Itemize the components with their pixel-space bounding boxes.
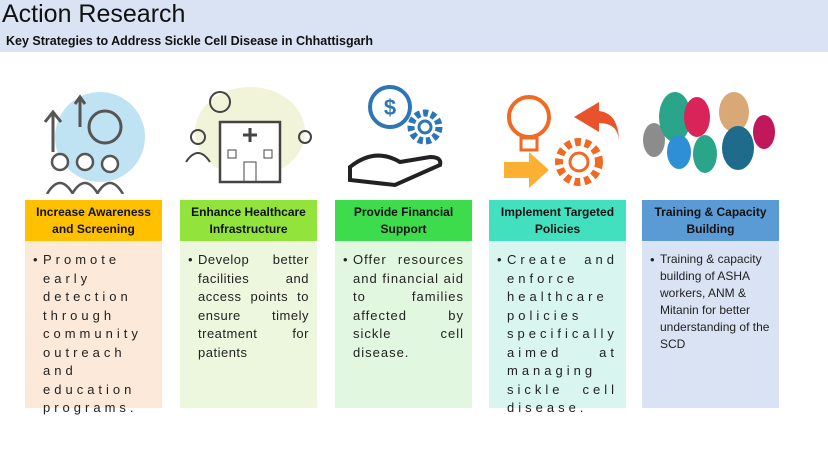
strategy-infrastructure: Enhance Healthcare Infrastructure • Devel… xyxy=(180,87,317,408)
title-band xyxy=(0,0,828,52)
strategy-title: Enhance Healthcare Infrastructure xyxy=(180,200,317,241)
page-subtitle: Key Strategies to Address Sickle Cell Di… xyxy=(6,34,374,48)
strategy-text: Create and enforce healthcare policies s… xyxy=(507,252,618,415)
strategy-text: Promote early detection through communit… xyxy=(43,252,142,415)
strategy-text: Training & capacity building of ASHA wor… xyxy=(660,252,770,351)
bullet: • xyxy=(343,252,348,267)
policy-icon xyxy=(504,95,619,188)
bullet: • xyxy=(33,252,38,267)
financial-support-icon: $ xyxy=(348,85,443,188)
bullet: • xyxy=(188,252,193,267)
bullet: • xyxy=(650,252,655,267)
strategy-text: Offer resources and financial aid to fam… xyxy=(353,252,464,360)
strategy-title: Training & Capacity Building xyxy=(642,200,779,241)
strategy-financial: $ Provide Financial Support • Offer resou… xyxy=(335,85,472,408)
strategy-awareness: Increase Awareness and Screening • Promot… xyxy=(25,92,162,415)
strategy-policies: Implement Targeted Policies • Create and … xyxy=(489,95,626,415)
strategy-training: Training & Capacity Building • Training &… xyxy=(642,92,779,408)
page-title: Action Research xyxy=(2,0,186,28)
strategy-title: Provide Financial Support xyxy=(335,200,472,241)
bullet: • xyxy=(497,252,502,267)
strategy-title: Implement Targeted Policies xyxy=(489,200,626,241)
hospital-icon xyxy=(185,87,312,184)
svg-text:$: $ xyxy=(384,95,396,120)
awareness-icon xyxy=(43,92,145,194)
strategy-text: Develop better facilities and access poi… xyxy=(198,252,309,360)
training-icon xyxy=(643,92,775,173)
strategy-title: Increase Awareness and Screening xyxy=(25,200,162,241)
